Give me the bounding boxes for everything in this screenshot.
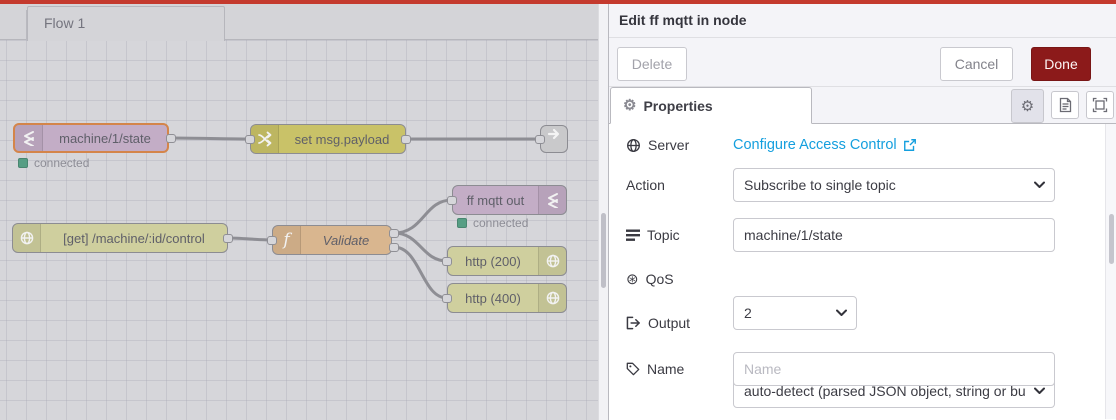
node-change[interactable]: set msg.payload [250,124,406,154]
chevron-down-icon [1034,387,1045,394]
wire[interactable] [226,236,274,242]
output-port[interactable] [401,135,411,144]
node-description-button[interactable] [1051,91,1079,119]
node-http-in[interactable]: [get] /machine/:id/control [12,223,228,253]
output-port-1[interactable] [389,229,399,238]
topic-label: Topic [626,218,680,252]
input-port[interactable] [267,236,277,245]
qos-label: ⊛ QoS [626,271,674,288]
scrollbar-thumb[interactable] [601,213,606,288]
output-port-2[interactable] [389,243,399,252]
expand-tray-button[interactable] [1086,91,1114,119]
document-icon [1059,97,1071,113]
expand-icon [1092,97,1108,113]
status-connected-dot [18,158,28,168]
node-label: Validate [322,232,370,248]
server-label: Server [626,128,689,162]
circle-asterisk-icon: ⊛ [626,271,639,288]
input-port[interactable] [245,135,255,144]
edit-node-tray: Edit ff mqtt in node Delete Cancel Done … [608,4,1116,420]
configure-access-control-link[interactable]: Configure Access Control [733,128,917,162]
done-button[interactable]: Done [1031,47,1091,81]
mqtt-bridge-icon [538,186,566,214]
node-label: [get] /machine/:id/control [63,230,205,246]
action-label: Action [626,177,665,193]
node-label: set msg.payload [294,131,390,147]
output-port[interactable] [166,134,176,143]
flow-tab-label: Flow 1 [44,15,86,31]
node-http-response-400[interactable]: http (400) [447,283,567,313]
output-label: Output [626,306,690,340]
name-input[interactable] [733,352,1055,386]
status-text: connected [34,156,90,170]
node-status: connected [18,156,89,170]
mqtt-bridge-icon [15,125,43,151]
gear-icon: ⚙ [1020,97,1035,115]
action-select[interactable]: Subscribe to single topic [733,168,1055,202]
node-function-validate[interactable]: f Validate [272,225,392,255]
form-scrollbar[interactable] [1105,124,1116,419]
function-icon: f [273,226,301,254]
name-label: Name [626,352,684,386]
node-mqtt-in[interactable]: machine/1/state [13,123,169,153]
list-icon [626,229,640,241]
workspace-scrollbar[interactable] [598,4,608,420]
wire[interactable] [169,136,252,141]
input-port[interactable] [442,257,452,266]
node-label: http (200) [465,253,521,269]
node-label: http (400) [465,290,521,306]
topic-input[interactable] [733,218,1055,252]
globe-icon [538,284,566,312]
chevron-down-icon [836,309,847,316]
node-label: ff mqtt out [466,192,525,208]
node-settings-button[interactable]: ⚙ [1011,89,1044,123]
input-port[interactable] [442,294,452,303]
gear-icon: ⚙ [623,97,637,114]
tab-flow-1[interactable]: Flow 1 [27,6,225,41]
deploy-header-bar [0,0,1116,4]
wire[interactable] [392,245,449,300]
status-text: connected [473,216,529,230]
tray-tabbar: ⚙ Properties ⚙ [609,87,1116,124]
input-port[interactable] [535,135,545,144]
delete-button[interactable]: Delete [617,47,687,81]
input-port[interactable] [447,196,457,205]
scrollbar-thumb[interactable] [1109,214,1114,264]
wire[interactable] [392,231,449,263]
tray-title: Edit ff mqtt in node [609,4,1116,38]
node-http-response-200[interactable]: http (200) [447,246,567,276]
chevron-down-icon [1034,181,1045,188]
node-label: machine/1/state [59,130,151,146]
globe-icon [13,224,41,252]
wire[interactable] [392,198,454,235]
qos-select[interactable]: 2 [733,296,857,330]
globe-icon [627,138,640,152]
status-connected-dot [457,218,467,228]
shuffle-icon [251,125,279,153]
node-status: connected [457,216,528,230]
flow-tabbar: Flow 1 [0,4,598,41]
globe-icon [538,247,566,275]
properties-form: Server Configure Access Control Action S… [609,124,1116,419]
tab-properties[interactable]: ⚙ Properties [610,87,812,124]
output-port[interactable] [223,234,233,243]
previous-tab-edge [26,10,27,40]
flow-workspace[interactable]: Flow 1 machine/1/state set msg.payload [0,4,598,420]
external-link-icon [903,139,916,151]
tag-icon [626,362,640,376]
tray-toolbar: Delete Cancel Done [609,38,1116,87]
properties-tab-label: Properties [643,97,713,114]
link-out-icon [546,126,562,152]
sign-out-icon [626,316,640,330]
cancel-button[interactable]: Cancel [940,47,1013,81]
node-mqtt-out[interactable]: ff mqtt out [452,185,567,215]
